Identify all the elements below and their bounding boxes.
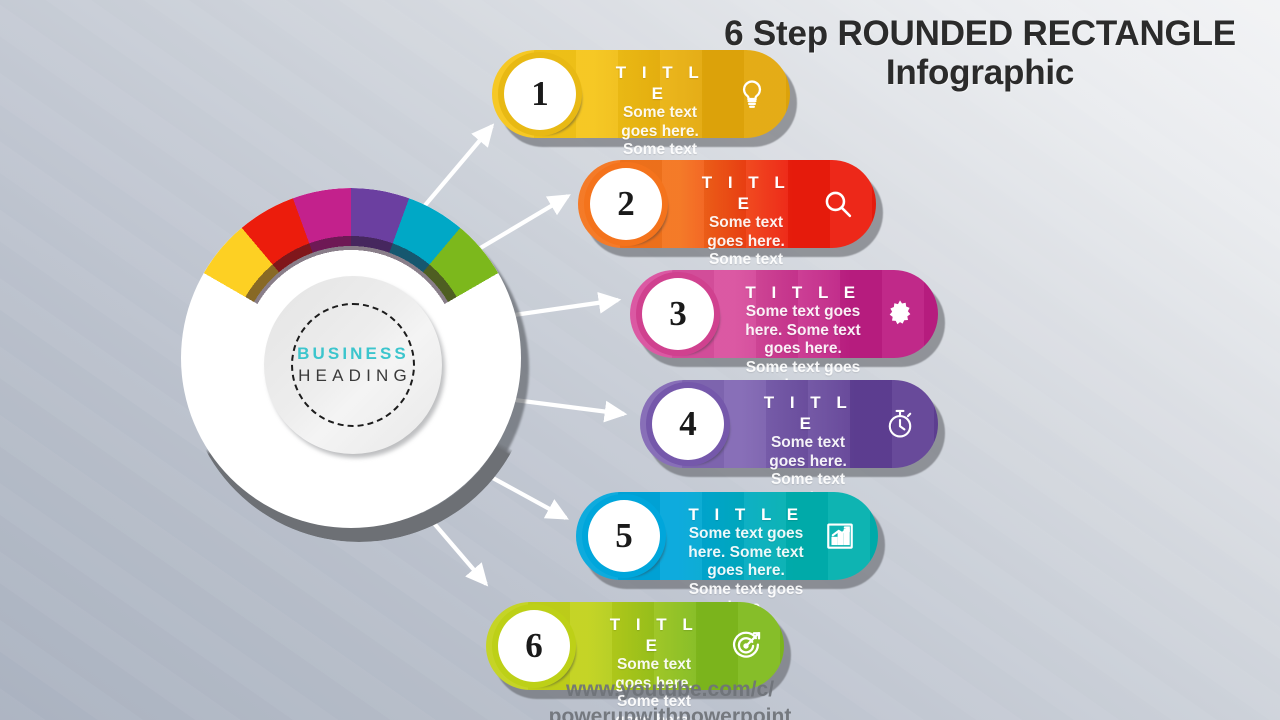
watermark: www.youtube.com/c/ powerupwithpowerpoint bbox=[440, 676, 900, 720]
lightbulb-icon bbox=[730, 72, 774, 116]
page-title: 6 Step ROUNDED RECTANGLE Infographic bbox=[660, 14, 1280, 92]
step-number-badge[interactable]: 3 bbox=[642, 278, 714, 350]
page-title-line-1: 6 Step ROUNDED RECTANGLE bbox=[724, 14, 1236, 53]
donut-chart: BUSINESS HEADING bbox=[118, 125, 584, 591]
bar-chart-icon bbox=[818, 514, 862, 558]
donut-center-label: BUSINESS HEADING bbox=[264, 276, 442, 454]
page-title-line-2: Infographic bbox=[885, 53, 1075, 92]
step-number-badge[interactable]: 1 bbox=[504, 58, 576, 130]
magnifier-icon bbox=[816, 182, 860, 226]
watermark-line-1: www.youtube.com/c/ bbox=[565, 678, 775, 701]
step-number-badge[interactable]: 5 bbox=[588, 500, 660, 572]
gear-icon bbox=[878, 292, 922, 336]
step-number-badge[interactable]: 4 bbox=[652, 388, 724, 460]
donut-dashed-circle bbox=[291, 303, 415, 427]
watermark-line-2: powerupwithpowerpoint bbox=[548, 705, 792, 720]
center-heading-line-2: HEADING bbox=[298, 366, 412, 385]
step-number-badge[interactable]: 6 bbox=[498, 610, 570, 682]
step-number-badge[interactable]: 2 bbox=[590, 168, 662, 240]
target-icon bbox=[724, 624, 768, 668]
center-heading-line-1: BUSINESS bbox=[297, 344, 409, 363]
stopwatch-icon bbox=[878, 402, 922, 446]
